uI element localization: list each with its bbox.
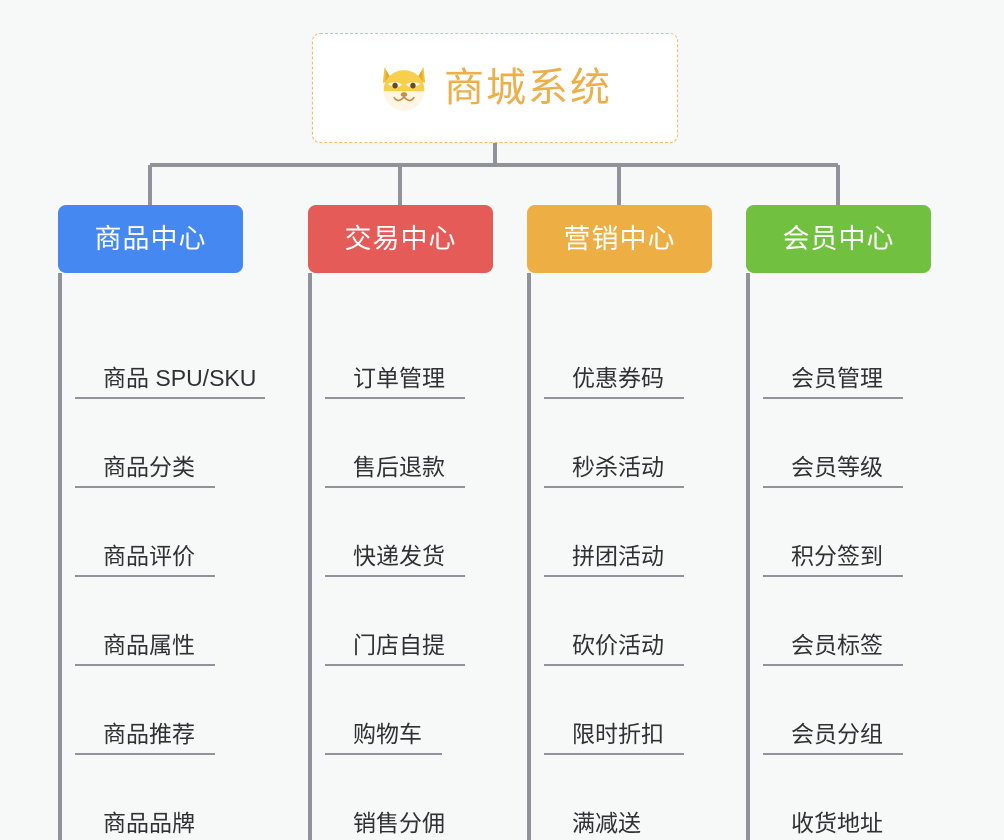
leaf-item-label: 限时折扣 (572, 721, 664, 747)
branch-spine-line (308, 273, 312, 840)
leaf-item[interactable]: 满减送 (544, 755, 712, 840)
leaf-item[interactable]: 购物车 (325, 666, 493, 755)
leaf-item-label: 商品推荐 (103, 721, 195, 747)
leaf-item-rule (325, 753, 442, 755)
leaf-item-label: 商品 SPU/SKU (103, 365, 257, 391)
leaf-item[interactable]: 快递发货 (325, 488, 493, 577)
leaf-item-label: 砍价活动 (572, 632, 664, 658)
leaf-item-label: 秒杀活动 (572, 454, 664, 480)
leaf-item-rule (75, 753, 215, 755)
leaf-item-label: 积分签到 (791, 543, 883, 569)
category-node-member-center[interactable]: 会员中心 (746, 205, 931, 273)
root-title: 商城系统 (444, 66, 612, 110)
leaf-item-label: 售后退款 (353, 454, 445, 480)
category-node-trade-center[interactable]: 交易中心 (308, 205, 493, 273)
leaf-item-label: 商品评价 (103, 543, 195, 569)
shiba-dog-icon (382, 66, 426, 111)
leaf-item[interactable]: 会员分组 (763, 666, 931, 755)
leaf-item-label: 购物车 (353, 721, 422, 747)
leaf-item-label: 会员分组 (791, 721, 883, 747)
leaf-item-rule (544, 575, 684, 577)
leaf-item-rule (75, 664, 215, 666)
leaf-item[interactable]: 销售分佣 (325, 755, 493, 840)
leaf-item-rule (75, 486, 215, 488)
leaf-item-label: 拼团活动 (572, 543, 664, 569)
branch-column-1: 交易中心订单管理售后退款快递发货门店自提购物车销售分佣 (308, 205, 493, 840)
branch-spine-line (527, 273, 531, 840)
leaf-item[interactable]: 拼团活动 (544, 488, 712, 577)
leaf-item-label: 销售分佣 (353, 810, 445, 836)
leaf-item-rule (544, 664, 684, 666)
leaf-item-rule (763, 575, 903, 577)
leaf-item[interactable]: 会员标签 (763, 577, 931, 666)
leaf-item[interactable]: 门店自提 (325, 577, 493, 666)
leaf-item-label: 商品品牌 (103, 810, 195, 836)
leaf-item-rule (763, 664, 903, 666)
leaf-item[interactable]: 秒杀活动 (544, 399, 712, 488)
leaf-item-label: 满减送 (572, 810, 641, 836)
category-node-label: 会员中心 (782, 223, 895, 254)
leaf-item-label: 商品属性 (103, 632, 195, 658)
leaf-item-label: 门店自提 (353, 632, 445, 658)
leaf-item-rule (544, 486, 684, 488)
leaf-item[interactable]: 商品评价 (75, 488, 243, 577)
leaf-item-label: 快递发货 (353, 543, 445, 569)
leaf-item[interactable]: 优惠券码 (544, 310, 712, 399)
leaf-item-rule (325, 575, 465, 577)
branch-spine-line (746, 273, 750, 840)
category-node-label: 交易中心 (344, 223, 457, 254)
branch-spine-line (58, 273, 62, 840)
root-node[interactable]: 商城系统 (312, 33, 678, 143)
leaf-item-label: 会员标签 (791, 632, 883, 658)
category-node-label: 营销中心 (563, 223, 676, 254)
leaf-item[interactable]: 商品品牌 (75, 755, 243, 840)
leaf-item[interactable]: 积分签到 (763, 488, 931, 577)
leaf-item-rule (325, 397, 465, 399)
branch-column-0: 商品中心商品 SPU/SKU 商品分类商品评价商品属性商品推荐商品品牌 (58, 205, 265, 840)
branch-column-2: 营销中心优惠券码秒杀活动拼团活动砍价活动限时折扣满减送 (527, 205, 712, 840)
leaf-item-rule (763, 753, 903, 755)
leaf-item[interactable]: 限时折扣 (544, 666, 712, 755)
leaf-item[interactable]: 订单管理 (325, 310, 493, 399)
leaf-item-label: 会员等级 (791, 454, 883, 480)
leaf-item[interactable]: 商品分类 (75, 399, 243, 488)
leaf-item-label: 订单管理 (353, 365, 445, 391)
leaf-list: 会员管理会员等级积分签到会员标签会员分组收货地址 (746, 273, 931, 840)
leaf-item-rule (763, 397, 903, 399)
leaf-item-rule (75, 575, 215, 577)
leaf-item[interactable]: 收货地址 (763, 755, 931, 840)
leaf-list: 订单管理售后退款快递发货门店自提购物车销售分佣 (308, 273, 493, 840)
leaf-list: 优惠券码秒杀活动拼团活动砍价活动限时折扣满减送 (527, 273, 712, 840)
leaf-item[interactable]: 商品属性 (75, 577, 243, 666)
leaf-item-label: 优惠券码 (572, 365, 664, 391)
leaf-item-rule (325, 664, 465, 666)
leaf-item[interactable]: 会员等级 (763, 399, 931, 488)
leaf-item[interactable]: 会员管理 (763, 310, 931, 399)
category-node-product-center[interactable]: 商品中心 (58, 205, 243, 273)
leaf-item-label: 收货地址 (791, 810, 883, 836)
leaf-item-rule (763, 486, 903, 488)
leaf-item-rule (325, 486, 465, 488)
leaf-item[interactable]: 商品推荐 (75, 666, 243, 755)
leaf-item-label: 会员管理 (791, 365, 883, 391)
leaf-item-rule (544, 753, 684, 755)
leaf-item-rule (75, 397, 265, 399)
leaf-item-label: 商品分类 (103, 454, 195, 480)
category-node-label: 商品中心 (94, 223, 207, 254)
leaf-item[interactable]: 商品 SPU/SKU (75, 310, 265, 399)
leaf-item[interactable]: 售后退款 (325, 399, 493, 488)
leaf-item[interactable]: 砍价活动 (544, 577, 712, 666)
branch-column-3: 会员中心会员管理会员等级积分签到会员标签会员分组收货地址 (746, 205, 931, 840)
category-node-marketing-center[interactable]: 营销中心 (527, 205, 712, 273)
leaf-item-rule (544, 397, 684, 399)
leaf-list: 商品 SPU/SKU 商品分类商品评价商品属性商品推荐商品品牌 (58, 273, 265, 840)
